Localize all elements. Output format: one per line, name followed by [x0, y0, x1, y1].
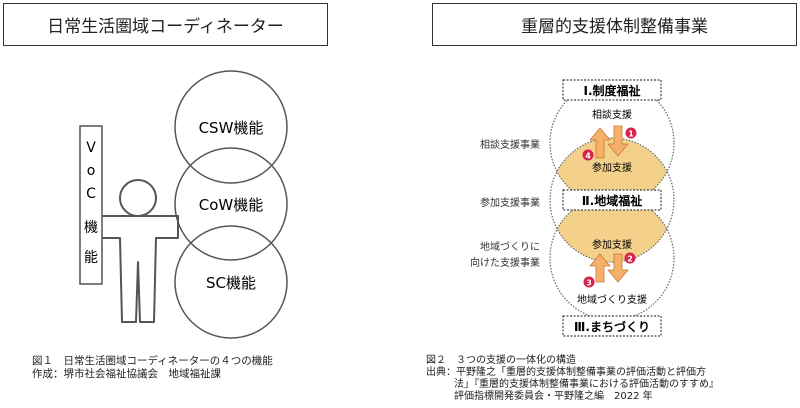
voc-char-5: 能: [84, 250, 98, 266]
arrow-down-1: [607, 125, 629, 157]
inner-chiiki-zukuri: 地域づくり支援: [577, 293, 647, 306]
arrow-up-2: [589, 253, 611, 283]
inner-soudan: 相談支援: [592, 108, 632, 121]
person-body: [99, 215, 179, 323]
side-sanka: 参加支援事業: [480, 196, 540, 209]
csw-label: CSW機能: [199, 119, 264, 137]
box-machi-label: Ⅲ.まちづくり: [574, 319, 650, 334]
person-head: [119, 179, 157, 217]
svg-text:3: 3: [586, 279, 592, 288]
inner-sanka-upper: 参加支援: [592, 161, 632, 174]
arrow-down-2: [607, 253, 629, 283]
svg-text:2: 2: [627, 255, 633, 264]
inner-sanka-lower: 参加支援: [592, 238, 632, 251]
left-title-text: 日常生活圏域コーディネーター: [47, 17, 284, 37]
left-caption: 図１ 日常生活圏域コーディネーターの４つの機能 作成：堺市社会福祉協議会 地域福…: [32, 355, 273, 381]
box-chiiki-label: Ⅱ.地域福祉: [582, 193, 642, 208]
voc-char-3: C: [86, 186, 96, 202]
arrow-up-1: [589, 127, 611, 159]
marker-3: [583, 276, 595, 288]
cow-circle: [174, 147, 288, 261]
right-caption-line-2: 出典：平野隆之「重層的支援体制整備事業の評価活動と評価方: [426, 367, 706, 378]
function-circles: CSW機能 CoW機能 SC機能: [174, 70, 288, 339]
sc-circle: [174, 225, 288, 339]
side-chiiki-2: 向けた支援事業: [470, 256, 540, 269]
marker-4: [582, 149, 594, 161]
voc-figure: V o C 機 能: [79, 125, 179, 323]
right-caption-line-3: 法」『重層的支援体制整備事業における評価活動のすすめ』: [454, 379, 719, 390]
right-caption-line-1: 図２ ３つの支援の一体化の構造: [426, 355, 576, 366]
right-title: 重層的支援体制整備事業: [432, 3, 797, 46]
left-title: 日常生活圏域コーディネーター: [3, 3, 328, 46]
cow-label: CoW機能: [199, 196, 263, 214]
side-soudan: 相談支援事業: [480, 138, 540, 151]
right-title-text: 重層的支援体制整備事業: [521, 17, 708, 37]
side-chiiki-1: 地域づくりに: [480, 240, 540, 253]
right-caption: 図２ ３つの支援の一体化の構造 出典：平野隆之「重層的支援体制整備事業の評価活動…: [426, 355, 719, 403]
marker-1: [625, 127, 637, 139]
svg-text:1: 1: [628, 130, 634, 139]
voc-char-1: V: [86, 140, 96, 156]
box-seido-label: Ⅰ.制度福祉: [583, 83, 640, 98]
box-chiiki: [562, 189, 662, 211]
svg-text:4: 4: [585, 152, 591, 161]
voc-char-4: 機: [84, 220, 98, 236]
chiiki-circle: [549, 137, 675, 263]
voc-box: [79, 125, 103, 285]
voc-char-2: o: [87, 163, 96, 179]
box-machi: [562, 315, 662, 337]
sc-label: SC機能: [206, 274, 256, 292]
right-caption-line-4: 評価指標開発委員会・平野隆之編 2022 年: [454, 391, 653, 402]
box-seido: [562, 79, 662, 101]
left-caption-line-2: 作成：堺市社会福祉協議会 地域福祉課: [32, 368, 221, 380]
marker-2: [624, 252, 636, 264]
left-caption-line-1: 図１ 日常生活圏域コーディネーターの４つの機能: [32, 355, 273, 367]
csw-circle: [174, 70, 288, 184]
